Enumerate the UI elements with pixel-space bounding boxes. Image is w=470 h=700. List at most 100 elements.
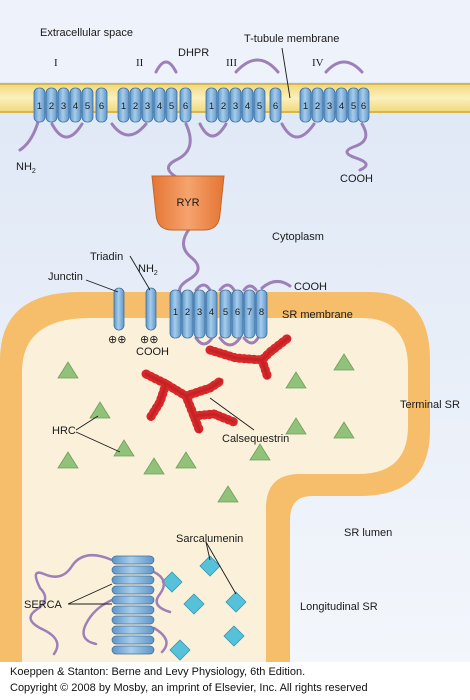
label-sr-lumen: SR lumen xyxy=(344,527,392,539)
charge-triadin: ⊕⊕ xyxy=(140,334,158,346)
label-cytoplasm: Cytoplasm xyxy=(272,231,324,243)
dhpr-helices xyxy=(33,87,370,123)
label-extracellular-space: Extracellular space xyxy=(40,27,133,39)
helix-d2-s5 xyxy=(165,87,178,123)
dhpr-loops xyxy=(18,58,368,192)
hrc-triangle xyxy=(57,361,79,379)
sarcalumenin-diamond xyxy=(199,555,221,577)
helix-d4-s2 xyxy=(311,87,324,123)
serca-helix xyxy=(111,625,155,635)
dhpr-domain-3 xyxy=(205,87,282,123)
ryr-seg-3: 3 xyxy=(197,307,202,318)
hrc-triangle xyxy=(217,485,239,503)
dhpr-domain-1 xyxy=(33,87,108,123)
hrc-triangle xyxy=(175,451,197,469)
serca-helices xyxy=(111,555,155,655)
seg-d1-5: 5 xyxy=(85,101,90,112)
ryr-helix-3 xyxy=(193,289,206,339)
seg-d2-1: 1 xyxy=(121,101,126,112)
label-dhpr: DHPR xyxy=(178,47,209,59)
ryr-tail xyxy=(178,226,200,302)
label-cooh-triadin: COOH xyxy=(136,346,169,358)
seg-d4-4: 4 xyxy=(339,101,344,112)
hrc-triangle xyxy=(333,353,355,371)
ryr-helix-2 xyxy=(181,289,194,339)
ryr-helix-6 xyxy=(231,289,244,339)
leader-lines xyxy=(67,47,291,605)
helix-d3-s2 xyxy=(217,87,230,123)
hrc-triangle xyxy=(333,421,355,439)
helix-d1-s4 xyxy=(69,87,82,123)
helix-d4-s1 xyxy=(299,87,312,123)
label-longitudinal-sr: Longitudinal SR xyxy=(300,601,378,613)
ryr-seg-1: 1 xyxy=(173,307,178,318)
label-calsequestrin: Calsequestrin xyxy=(222,433,289,445)
dhpr-domain-2 xyxy=(117,87,192,123)
serca-helix xyxy=(111,615,155,625)
ryr-seg-2: 2 xyxy=(185,307,190,318)
seg-d4-6: 6 xyxy=(361,101,366,112)
helix-d3-s1 xyxy=(205,87,218,123)
helix-d1-s6 xyxy=(95,87,108,123)
ryr-helices xyxy=(169,289,268,339)
hrc-triangle xyxy=(89,401,111,419)
helix-d2-s1 xyxy=(117,87,130,123)
seg-d3-3: 3 xyxy=(233,101,238,112)
hrc-triangle xyxy=(285,417,307,435)
seg-d3-4: 4 xyxy=(245,101,250,112)
credit-line-1: Koeppen & Stanton: Berne and Levy Physio… xyxy=(10,666,306,678)
serca-helix xyxy=(111,645,155,655)
label-hrc: HRC xyxy=(52,425,76,437)
label-cooh-ryr: COOH xyxy=(294,281,327,293)
label-ryr: RYR xyxy=(176,197,199,209)
label-triadin: Triadin xyxy=(90,251,123,263)
ryr-seg-5: 5 xyxy=(223,307,228,318)
label-sarcalumenin: Sarcalumenin xyxy=(176,533,243,545)
seg-d1-6: 6 xyxy=(99,101,104,112)
sr-protein-tails xyxy=(194,280,292,347)
hrc-triangle xyxy=(249,443,271,461)
sarcalumenin-proteins xyxy=(161,555,247,661)
dhpr-domain-4 xyxy=(299,87,370,123)
seg-d2-6: 6 xyxy=(183,101,188,112)
label-sr-membrane: SR membrane xyxy=(282,309,353,321)
label-terminal-sr: Terminal SR xyxy=(400,399,460,411)
ryr-seg-4: 4 xyxy=(209,307,214,318)
ryr-segment-numbers: 1 2 3 4 5 6 7 8 xyxy=(173,307,264,318)
serca-helix xyxy=(111,565,155,575)
seg-d1-4: 4 xyxy=(73,101,78,112)
seg-d1-1: 1 xyxy=(37,101,42,112)
seg-d2-3: 3 xyxy=(145,101,150,112)
sarcalumenin-diamond xyxy=(225,591,247,613)
sarcalumenin-diamond xyxy=(223,625,245,647)
label-domain-iv: IV xyxy=(312,57,324,69)
helix-d3-s3 xyxy=(229,87,242,123)
helix-d2-s4 xyxy=(153,87,166,123)
helix-d1-s1 xyxy=(33,87,46,123)
serca-helix xyxy=(111,555,155,565)
helix-d3-s5 xyxy=(253,87,266,123)
extracellular-region xyxy=(0,0,470,82)
ryr-seg-6: 6 xyxy=(235,307,240,318)
helix-d1-s3 xyxy=(57,87,70,123)
helix-d3-s6 xyxy=(269,87,282,123)
serca-loops xyxy=(29,553,172,656)
helix-d4-s3 xyxy=(323,87,336,123)
serca-helix xyxy=(111,635,155,645)
helix-d1-s5 xyxy=(81,87,94,123)
ryr-seg-8: 8 xyxy=(259,307,264,318)
helix-d4-s6 xyxy=(357,87,370,123)
helix-d2-s3 xyxy=(141,87,154,123)
ryr-helix-7 xyxy=(243,289,256,339)
hrc-triangle xyxy=(143,457,165,475)
junctin-helix xyxy=(113,287,125,331)
calsequestrin-fill xyxy=(144,336,290,434)
ryr-helix-5 xyxy=(219,289,232,339)
hrc-proteins xyxy=(57,353,355,503)
label-domain-i: I xyxy=(54,57,58,69)
helix-d2-s6 xyxy=(179,87,192,123)
helix-d2-s2 xyxy=(129,87,142,123)
label-domain-iii: III xyxy=(226,57,237,69)
helix-d4-s4 xyxy=(335,87,348,123)
